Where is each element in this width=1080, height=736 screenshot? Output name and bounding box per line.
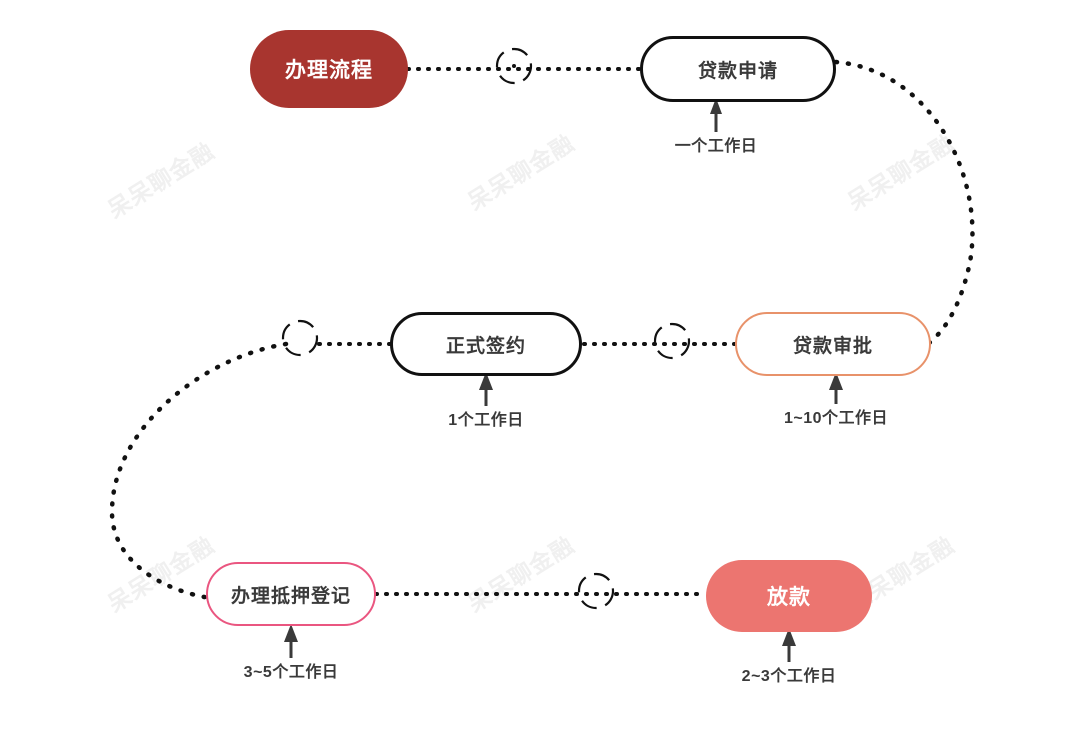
node-start[interactable]: 办理流程 bbox=[250, 30, 408, 108]
node-disbursement-label: 放款 bbox=[767, 586, 811, 609]
node-formal-signing[interactable]: 正式签约 bbox=[390, 312, 582, 376]
node-formal-signing-label: 正式签约 bbox=[445, 335, 526, 357]
connector-circle-mortgage-disburse bbox=[577, 572, 615, 610]
node-start-label: 办理流程 bbox=[285, 59, 373, 82]
duration-arrow-signing bbox=[479, 372, 493, 406]
duration-arrow-apply bbox=[710, 98, 722, 132]
connector-signing-to-mortgage bbox=[109, 341, 289, 601]
duration-formal-signing: 1个工作日 bbox=[448, 412, 524, 429]
duration-disbursement: 2~3个工作日 bbox=[741, 668, 837, 685]
connector-circle-approval-signing bbox=[653, 322, 691, 360]
node-loan-approval-label: 贷款审批 bbox=[792, 335, 873, 357]
connector-apply-to-approval bbox=[833, 59, 975, 347]
duration-arrow-approval bbox=[829, 372, 843, 404]
node-mortgage-registration[interactable]: 办理抵押登记 bbox=[206, 562, 376, 626]
duration-loan-application: 一个工作日 bbox=[674, 138, 758, 155]
node-loan-approval[interactable]: 贷款审批 bbox=[735, 312, 931, 376]
duration-arrow-disburse bbox=[782, 628, 796, 662]
connector-circle-start-apply bbox=[495, 47, 533, 85]
duration-loan-approval: 1~10个工作日 bbox=[783, 410, 889, 427]
duration-mortgage-registration: 3~5个工作日 bbox=[243, 664, 339, 681]
duration-arrow-mortgage bbox=[284, 624, 298, 658]
node-loan-application-label: 贷款申请 bbox=[697, 60, 778, 82]
node-mortgage-registration-label: 办理抵押登记 bbox=[230, 585, 351, 607]
node-loan-application[interactable]: 贷款申请 bbox=[640, 36, 836, 102]
connector-circle-signing-left bbox=[281, 319, 319, 357]
connector-circle-center-dot bbox=[512, 64, 516, 68]
node-disbursement[interactable]: 放款 bbox=[706, 560, 872, 632]
